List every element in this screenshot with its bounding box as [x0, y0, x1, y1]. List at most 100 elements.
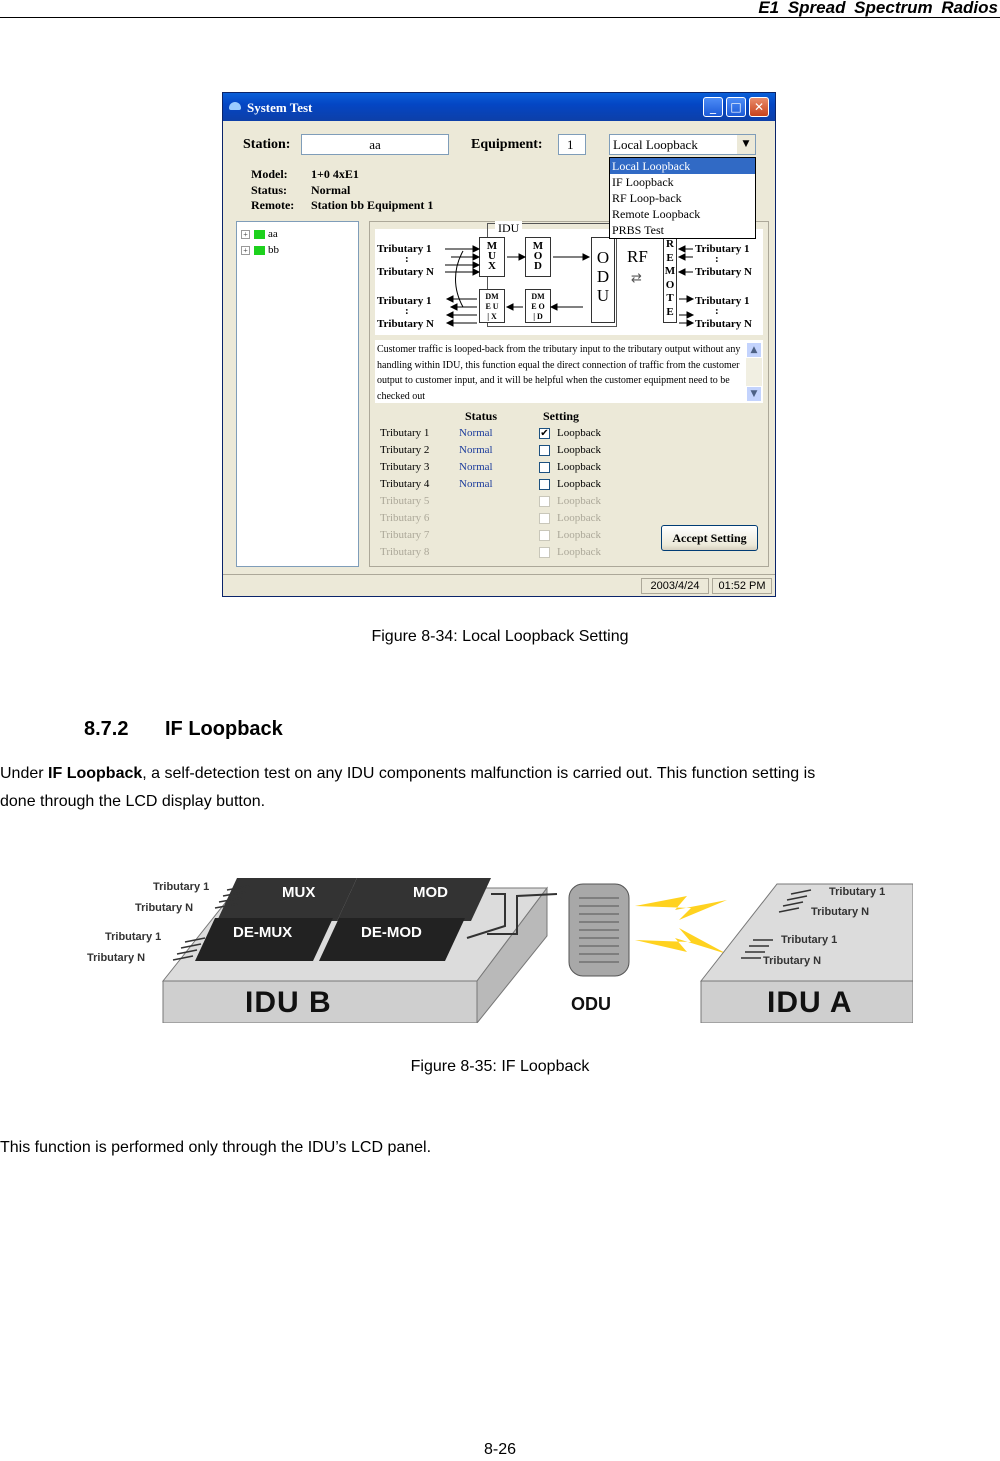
table-row: Tributary 7 Loopback: [380, 529, 760, 546]
mode-select-value: Local Loopback: [613, 137, 698, 152]
mode-dropdown-list: Local Loopback IF Loopback RF Loop-back …: [609, 157, 756, 239]
loopback-checkbox: [539, 513, 550, 524]
demod-block: DM E O | D: [525, 289, 551, 323]
demux-block: DM E U | X: [479, 289, 505, 323]
status-led-icon: [254, 245, 265, 255]
diagram-remote-tribn-bottom: Tributary N: [695, 318, 752, 330]
accept-setting-button[interactable]: Accept Setting: [661, 525, 758, 551]
status-bar: 2003/4/24 01:52 PM: [223, 574, 775, 597]
minimize-icon[interactable]: _: [703, 97, 723, 117]
status-column-header: Status: [465, 409, 498, 423]
expand-icon[interactable]: +: [241, 229, 250, 239]
loopback-checkbox: [539, 547, 550, 558]
diagram-dots: :: [405, 253, 409, 265]
scroll-down-icon[interactable]: ▼: [746, 386, 762, 402]
loopback-checkbox: [539, 530, 550, 541]
paragraph-1-rest: , a self-detection test on any IDU compo…: [142, 765, 816, 782]
tree-item-label: aa: [268, 228, 278, 240]
dropdown-option[interactable]: Remote Loopback: [612, 207, 701, 221]
row-name: Tributary 7: [380, 529, 430, 541]
paragraph-1-bold: IF Loopback: [48, 765, 143, 782]
maximize-icon[interactable]: □: [726, 97, 746, 117]
paragraph-1-prefix: Under: [0, 765, 49, 782]
close-icon[interactable]: ✕: [749, 97, 769, 117]
figure-caption-1: Figure 8-34: Local Loopback Setting: [371, 628, 629, 645]
row-name: Tributary 5: [380, 495, 430, 507]
scroll-up-icon[interactable]: ▲: [746, 342, 762, 358]
loopback-checkbox[interactable]: [539, 445, 550, 456]
loopback-checkbox[interactable]: ✔: [539, 428, 550, 439]
header-rule: [0, 17, 1000, 18]
description-text: Customer traffic is looped-back from the…: [375, 340, 763, 403]
paragraph-1: Under IF Loopback, a self-detection test…: [0, 760, 1000, 816]
system-test-window: System Test _ □ ✕ Station: aa Equipment:…: [222, 92, 776, 597]
diagram-remote-tribn-top: Tributary N: [695, 266, 752, 278]
chevron-down-icon[interactable]: ▼: [737, 135, 755, 154]
table-row: Tributary 5 Loopback: [380, 495, 760, 512]
table-row: Tributary 8 Loopback: [380, 546, 760, 563]
page-number: 8-26: [483, 1441, 517, 1458]
loopback-checkbox[interactable]: [539, 462, 550, 473]
remote-block: R E M O T E: [663, 235, 677, 323]
dropdown-option[interactable]: Local Loopback: [610, 158, 755, 174]
row-status: Normal: [459, 461, 493, 473]
diagram-remote-trib1-bottom: Tributary 1: [695, 295, 750, 307]
status-time: 01:52 PM: [712, 578, 772, 594]
model-label: Model:: [251, 167, 288, 181]
mode-select[interactable]: Local Loopback ▼: [609, 134, 756, 155]
illus-mux: MUX: [282, 884, 316, 901]
odu-block: O D U: [591, 237, 615, 323]
illus-a-trib1-bottom: Tributary 1: [781, 934, 838, 946]
illustration-graphic: [161, 878, 914, 1025]
row-name: Tributary 2: [380, 444, 430, 456]
row-setting: Loopback: [557, 546, 601, 558]
illus-odu: ODU: [571, 994, 611, 1014]
idu-title: IDU: [495, 221, 523, 236]
tributary-table: Tributary 1 Normal ✔ Loopback Tributary 2 No…: [380, 427, 760, 567]
app-icon: [229, 102, 241, 110]
expand-icon[interactable]: +: [241, 245, 250, 255]
illus-a-trib1-top: Tributary 1: [829, 886, 886, 898]
tree-item-label: bb: [268, 244, 279, 256]
remote-value: Station bb Equipment 1: [311, 198, 434, 212]
row-name: Tributary 1: [380, 427, 430, 439]
illus-demod: DE-MOD: [361, 924, 422, 941]
dropdown-option[interactable]: PRBS Test: [612, 223, 664, 237]
row-name: Tributary 6: [380, 512, 430, 524]
remote-label: Remote:: [251, 198, 295, 212]
rf-label: RF: [627, 247, 648, 266]
loopback-checkbox[interactable]: [539, 479, 550, 490]
equipment-field[interactable]: 1: [558, 134, 586, 155]
setting-column-header: Setting: [543, 409, 579, 423]
row-setting: Loopback: [557, 495, 601, 507]
status-label: Status:: [251, 183, 288, 197]
row-status: Normal: [459, 444, 493, 456]
model-value: 1+0 4xE1: [311, 167, 359, 181]
diagram-dots: :: [405, 305, 409, 317]
row-name: Tributary 4: [380, 478, 430, 490]
title-bar[interactable]: System Test _ □ ✕: [223, 93, 775, 121]
row-status: Normal: [459, 478, 493, 490]
row-setting: Loopback: [557, 427, 601, 439]
station-field[interactable]: aa: [301, 134, 449, 155]
page-header-title: E1 Spread Spectrum Radios: [758, 0, 998, 17]
idu-diagram: IDU Tributary 1 : Tributary N Tributary …: [375, 221, 763, 335]
illus-idu-b: IDU B: [245, 986, 332, 1019]
tree-item-bb[interactable]: + bb: [241, 244, 279, 256]
illus-tribn-top: Tributary N: [135, 902, 194, 914]
dropdown-option[interactable]: RF Loop-back: [612, 191, 682, 205]
loopback-checkbox: [539, 496, 550, 507]
row-setting: Loopback: [557, 461, 601, 473]
row-setting: Loopback: [557, 529, 601, 541]
tree-item-aa[interactable]: + aa: [241, 228, 278, 240]
row-name: Tributary 8: [380, 546, 430, 558]
description-scrollbar[interactable]: ▲ ▼: [746, 342, 762, 402]
section-number: 8.7.2: [84, 718, 129, 740]
illus-trib1-top: Tributary 1: [153, 881, 210, 893]
diagram-tribn-top: Tributary N: [377, 266, 434, 278]
dropdown-option[interactable]: IF Loopback: [612, 175, 674, 189]
diagram-trib1-top: Tributary 1: [377, 243, 432, 255]
